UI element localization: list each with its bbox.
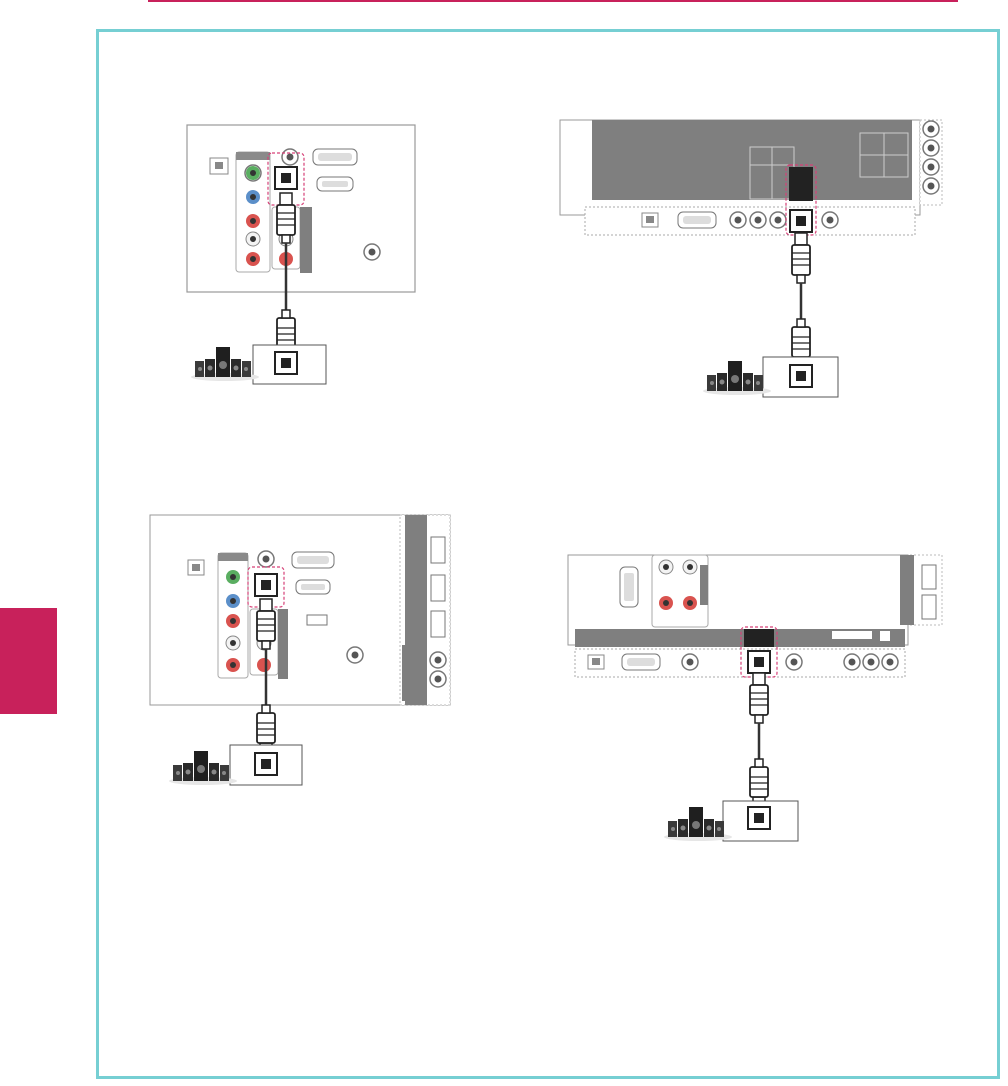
speaker-system-icon [191,347,259,381]
hdmi-port-1 [431,537,445,563]
diagram-bottom-left [140,505,460,805]
optical-input-port [748,807,770,829]
optical-plug-tv [277,193,295,243]
top-rule [148,0,958,2]
optical-digital-audio-out-port [748,651,770,673]
optical-input-port [790,365,812,387]
speaker-system-icon [169,751,237,785]
hdmi-port-2 [922,595,936,619]
speaker-system-icon [703,361,771,395]
hdmi-port-3 [431,611,445,637]
usb-port [307,615,327,625]
hdmi-port-2 [431,575,445,601]
optical-digital-audio-out-port [255,574,277,596]
diagram-top-left [170,115,430,400]
hdmi-strip [900,555,914,625]
optical-plug-tv [257,599,275,649]
optical-input-port [255,753,277,775]
diagram-bottom-right [560,545,950,855]
section-side-tab [0,608,57,714]
rear-input-block [592,120,912,200]
optical-digital-audio-out-port [275,167,297,189]
hdmi-port-1 [922,565,936,589]
diagram-top-right [560,115,950,410]
optical-digital-audio-out-port [790,210,812,232]
speaker-system-icon [664,807,732,841]
optical-plug-tv [792,233,810,283]
optical-input-port [275,352,297,374]
optical-plug-tv [750,673,768,723]
